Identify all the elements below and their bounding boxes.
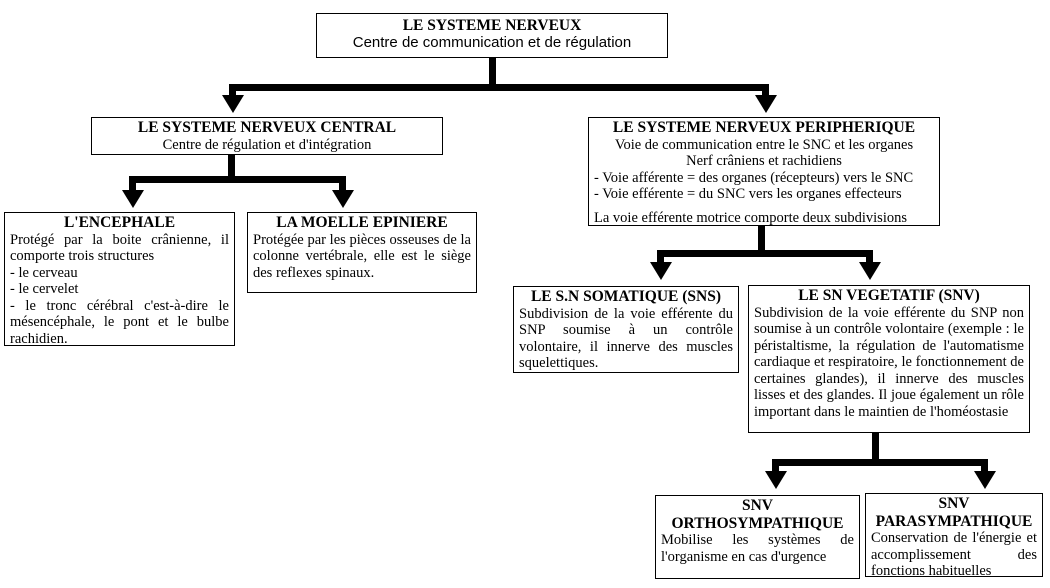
connector-root-hbar <box>229 84 769 91</box>
node-encephale-intro: Protégé par la boite crânienne, il compo… <box>10 231 229 265</box>
arrowhead-to-snp-icon <box>754 95 777 113</box>
node-snp-line-nerfs: Nerf crâniens et rachidiens <box>686 153 842 169</box>
connector-root-right-stem <box>762 84 769 97</box>
node-systeme-nerveux-title: LE SYSTEME NERVEUX <box>402 17 582 34</box>
arrowhead-to-para-icon <box>973 471 996 489</box>
connector-snc-right-stem <box>339 176 346 192</box>
connector-snv-left-stem <box>772 459 779 473</box>
node-systeme-nerveux: LE SYSTEME NERVEUX Centre de communicati… <box>316 13 668 58</box>
node-snv: LE SN VEGETATIF (SNV) Subdivision de la … <box>748 285 1030 433</box>
node-encephale-item: - le tronc cérébral c'est-à-dire le mése… <box>10 297 229 347</box>
arrowhead-to-snc-icon <box>221 95 244 113</box>
node-para: SNV PARASYMPATHIQUE Conservation de l'én… <box>865 493 1043 579</box>
arrowhead-to-ortho-icon <box>764 471 787 489</box>
node-ortho: SNV ORTHOSYMPATHIQUE Mobilise les systèm… <box>655 495 860 579</box>
node-encephale-item: - le cerveau <box>10 264 78 281</box>
connector-snp-stub <box>757 226 765 257</box>
connector-snv-hbar <box>772 459 988 466</box>
node-moelle-title: LA MOELLE EPINIERE <box>276 214 448 231</box>
node-snv-body: Subdivision de la voie efférente du SNP … <box>754 304 1024 420</box>
connector-snc-hbar <box>129 176 346 183</box>
arrowhead-to-encephale-icon <box>121 190 144 208</box>
node-para-title: SNV PARASYMPATHIQUE <box>875 495 1033 530</box>
node-encephale: L'ENCEPHALE Protégé par la boite crânien… <box>4 212 235 347</box>
node-sns: LE S.N SOMATIQUE (SNS) Subdivision de la… <box>513 286 739 373</box>
node-snp-line-communication: Voie de communication entre le SNC et le… <box>614 136 914 153</box>
node-ortho-title: SNV ORTHOSYMPATHIQUE <box>671 497 844 532</box>
node-snp: LE SYSTEME NERVEUX PERIPHERIQUE Voie de … <box>588 117 940 226</box>
node-encephale-title: L'ENCEPHALE <box>63 214 176 231</box>
connector-snc-left-stem <box>129 176 136 192</box>
node-systeme-nerveux-subtitle: Centre de communication et de régulation <box>352 33 632 51</box>
connector-snc-stub <box>227 155 235 183</box>
node-snv-title: LE SN VEGETATIF (SNV) <box>798 287 980 304</box>
node-encephale-item: - le cervelet <box>10 281 79 297</box>
arrowhead-to-moelle-icon <box>331 190 354 208</box>
node-sns-title: LE S.N SOMATIQUE (SNS) <box>530 288 722 305</box>
arrowhead-to-snv-icon <box>858 262 881 280</box>
node-ortho-body: Mobilise les systèmes de l'organisme en … <box>661 532 854 565</box>
node-para-body: Conservation de l'énergie et accomplisse… <box>871 530 1037 579</box>
connector-snp-hbar <box>657 250 873 257</box>
node-snp-line-afferente: - Voie afférente = des organes (récepteu… <box>594 169 914 186</box>
node-snc: LE SYSTEME NERVEUX CENTRAL Centre de rég… <box>91 117 443 155</box>
connector-snp-right-stem <box>866 250 873 264</box>
connector-snp-left-stem <box>657 250 664 264</box>
node-sns-body: Subdivision de la voie efférente du SNP … <box>519 305 733 372</box>
node-snc-title: LE SYSTEME NERVEUX CENTRAL <box>137 119 397 136</box>
node-snp-line-subdivisions: La voie efférente motrice comporte deux … <box>594 209 907 226</box>
node-moelle-body: Protégée par les pièces osseuses de la c… <box>253 231 471 281</box>
node-snc-subtitle: Centre de régulation et d'intégration <box>162 136 372 153</box>
node-moelle: LA MOELLE EPINIERE Protégée par les pièc… <box>247 212 477 293</box>
connector-snv-stub <box>871 433 879 466</box>
node-snp-line-efferente: - Voie efférente = du SNC vers les organ… <box>594 186 902 202</box>
node-snp-title: LE SYSTEME NERVEUX PERIPHERIQUE <box>612 119 916 136</box>
arrowhead-to-sns-icon <box>649 262 672 280</box>
connector-root-left-stem <box>229 84 236 97</box>
connector-snv-right-stem <box>981 459 988 473</box>
connector-root-stub <box>488 58 496 91</box>
